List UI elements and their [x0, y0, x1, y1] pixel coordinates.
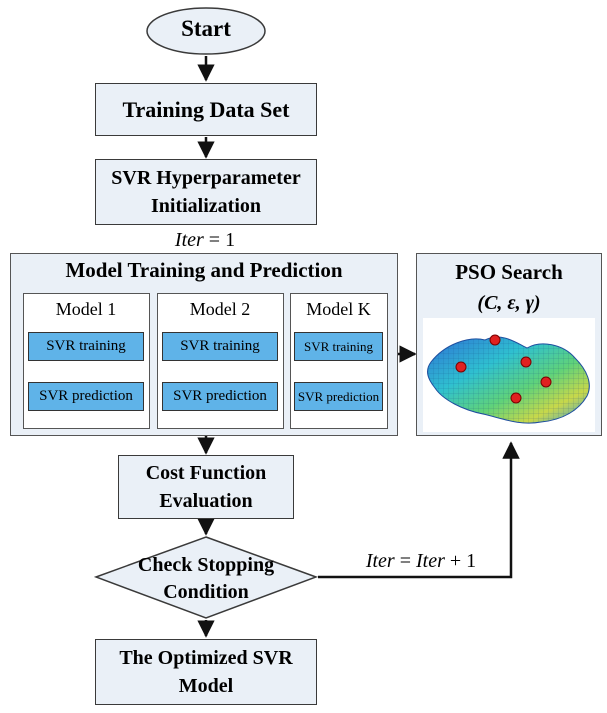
init-label-line2: Initialization [150, 195, 261, 217]
check-stopping-diamond: Check Stopping Condition [94, 535, 318, 620]
model-2-training: SVR training [162, 332, 278, 361]
check-label-line1: Check Stopping [137, 554, 275, 576]
training-data-label: Training Data Set [122, 96, 290, 122]
iter-init-value: = 1 [203, 229, 236, 251]
pso-params: (C, ε, γ) [477, 292, 541, 314]
model-2-title: Model 2 [189, 299, 251, 319]
start-node: Start [145, 6, 267, 56]
start-label: Start [181, 16, 231, 41]
model-training-panel: Model Training and Prediction Model 1 SV… [10, 253, 398, 436]
model-k-training: SVR training [294, 332, 383, 361]
init-box: SVR Hyperparameter Initialization [95, 159, 317, 225]
model-2-card: Model 2 SVR training SVR prediction [157, 293, 284, 429]
model-2-prediction: SVR prediction [162, 382, 278, 411]
model-1-prediction: SVR prediction [28, 382, 144, 411]
iter-init-label: Iter = 1 [160, 229, 250, 252]
check-label-line2: Condition [163, 581, 249, 603]
iter-update-rest: + 1 [444, 550, 477, 572]
iter-update-label: Iter = Iter + 1 [356, 550, 486, 573]
iter-update-mid: = [394, 550, 416, 572]
arrow-loop-to-pso [318, 441, 520, 579]
model-k-prediction: SVR prediction [294, 382, 383, 411]
particle-icon [489, 334, 501, 346]
particle-icon [520, 356, 532, 368]
panel-title: Model Training and Prediction [65, 258, 343, 282]
model-1-training: SVR training [28, 332, 144, 361]
training-data-box: Training Data Set [95, 83, 317, 136]
result-label-line2: Model [178, 675, 234, 697]
particle-icon [540, 376, 552, 388]
model-1-card: Model 1 SVR training SVR prediction [23, 293, 150, 429]
pso-title: PSO Search [455, 260, 563, 284]
model-k-title: Model K [306, 299, 371, 319]
particle-icon [510, 392, 522, 404]
iter-update-var2: Iter [416, 550, 445, 572]
surface-plot-icon [427, 334, 590, 424]
iter-update-var1: Iter [365, 550, 395, 572]
pso-surface-figure [423, 318, 595, 432]
result-label-line1: The Optimized SVR [119, 647, 293, 669]
model-1-title: Model 1 [55, 299, 117, 319]
cost-label-line2: Evaluation [159, 490, 253, 512]
optimized-model-box: The Optimized SVR Model [95, 639, 317, 705]
init-label-line1: SVR Hyperparameter [111, 167, 301, 189]
cost-function-box: Cost Function Evaluation [118, 455, 294, 519]
particle-icon [455, 361, 467, 373]
iter-var: Iter [174, 229, 204, 251]
cost-label-line1: Cost Function [145, 462, 267, 484]
model-k-card: Model K SVR training SVR prediction [290, 293, 388, 429]
pso-search-box: PSO Search (C, ε, γ) [416, 253, 602, 436]
